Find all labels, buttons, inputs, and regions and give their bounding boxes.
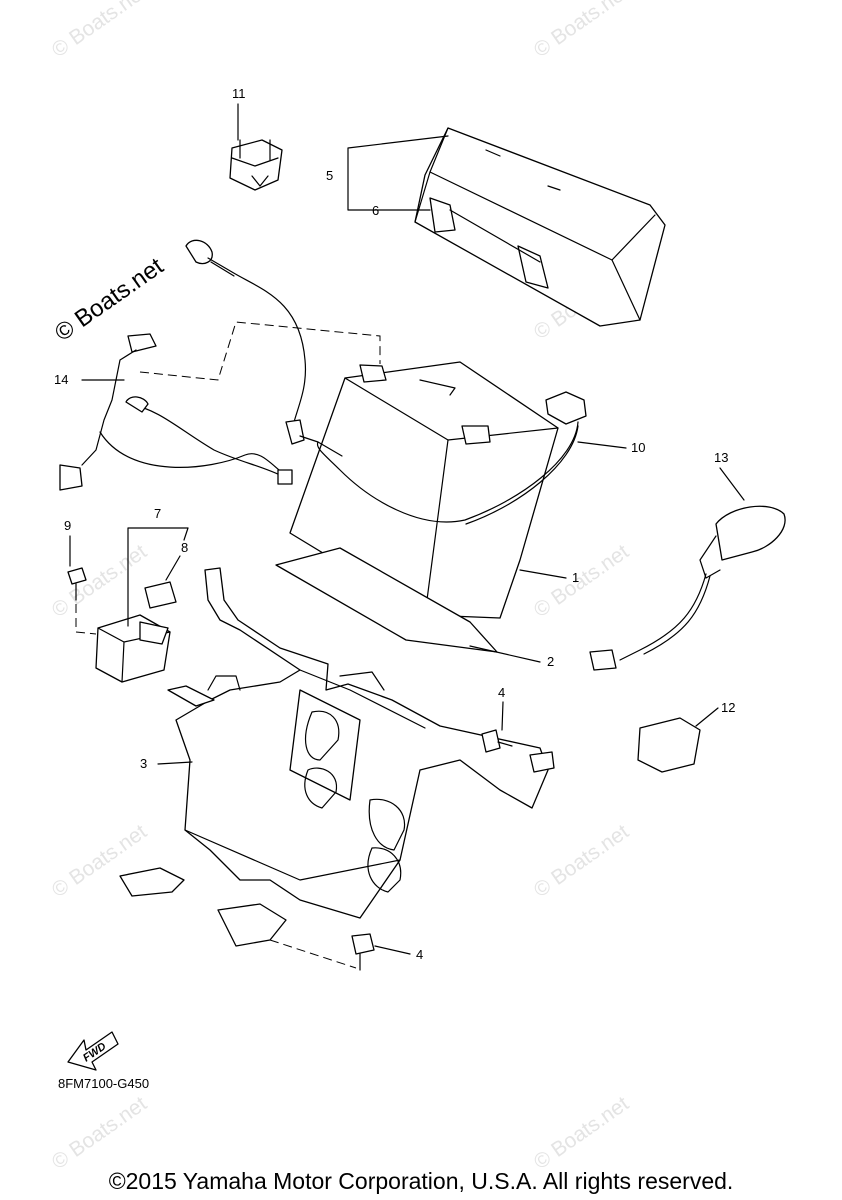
callout-5: 5 (326, 168, 333, 183)
callout-1: 1 (572, 570, 579, 585)
watermark: © Boats.net (530, 0, 633, 62)
callout-9: 9 (64, 518, 71, 533)
wire-clamp-part (229, 139, 283, 191)
callout-14: 14 (54, 372, 68, 387)
callout-4: 4 (498, 685, 505, 700)
watermark: © Boats.net (48, 1092, 151, 1174)
wire-harness-part (59, 321, 381, 491)
positive-cable-part (316, 391, 587, 525)
negative-cable-part (185, 239, 343, 457)
battery-cover-part (414, 127, 666, 327)
leader-lines (69, 103, 745, 955)
diagram-code: 8FM7100-G450 (58, 1076, 149, 1091)
watermark: © Boats.net (530, 820, 633, 902)
accessory-socket-part (589, 505, 786, 671)
callout-2: 2 (547, 654, 554, 669)
callout-3: 3 (140, 756, 147, 771)
watermark: © Boats.net (530, 540, 633, 622)
battery-pad-part (275, 547, 498, 653)
watermark: © Boats.net (48, 0, 151, 62)
callout-8: 8 (181, 540, 188, 555)
copyright-notice: ©2015 Yamaha Motor Corporation, U.S.A. A… (108, 1168, 734, 1194)
watermark: © Boats.net (48, 540, 151, 622)
callout-7: 7 (154, 506, 161, 521)
brand-watermark: © Boats.net (50, 252, 169, 346)
bolt-part-4b (269, 933, 375, 971)
battery-part (289, 361, 559, 619)
bolt-part-9 (67, 567, 97, 635)
relay-part (95, 614, 171, 683)
battery-bracket-part (119, 567, 555, 947)
callout-13: 13 (714, 450, 728, 465)
callout-6: 6 (372, 203, 379, 218)
callout-12: 12 (721, 700, 735, 715)
callout-10: 10 (631, 440, 645, 455)
bolt-part-4a (481, 729, 513, 753)
callout-11: 11 (232, 86, 246, 101)
fwd-arrow-icon: FWD (67, 1031, 119, 1071)
watermark: © Boats.net (530, 1092, 633, 1174)
callout-4: 4 (416, 947, 423, 962)
relay-cap-part (144, 581, 177, 609)
terminal-cap-part (637, 717, 701, 773)
